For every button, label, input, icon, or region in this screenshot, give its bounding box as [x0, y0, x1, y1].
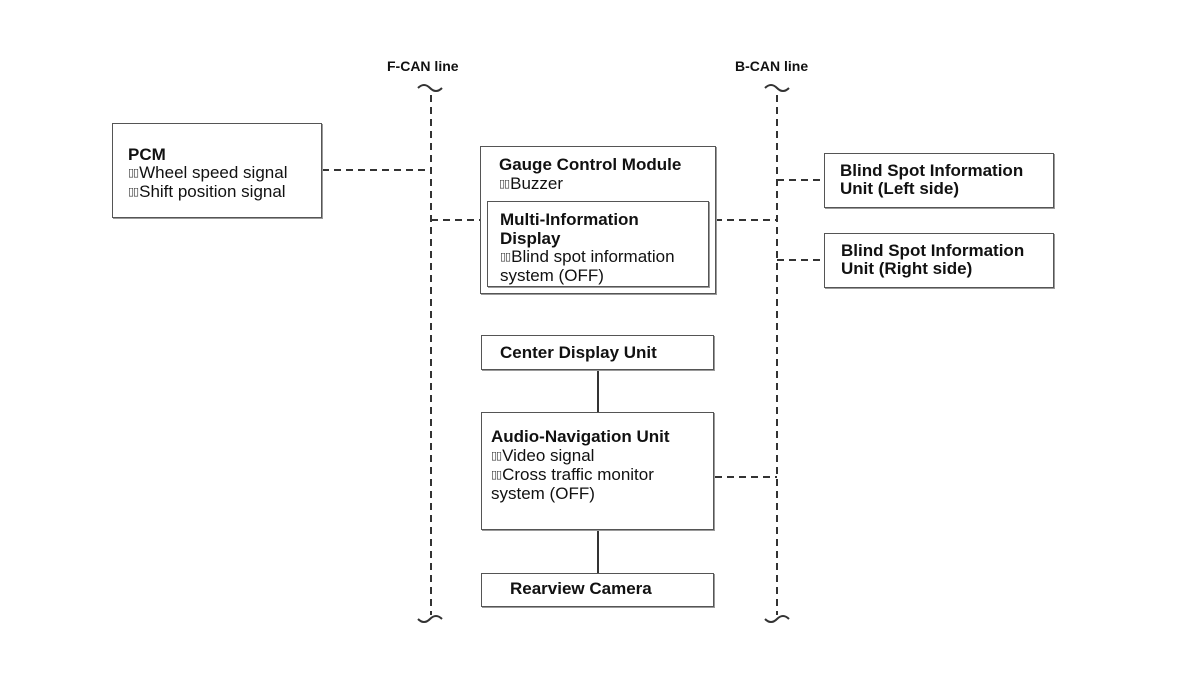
- bsi-right-title-line-2: Unit (Right side): [841, 259, 973, 278]
- bullet-glyph: ▯▯: [491, 449, 502, 462]
- mid-title-line-1: Multi-Information: [500, 210, 639, 229]
- audio-nav-item-video: ▯▯Video signal: [491, 446, 594, 467]
- pcm-item-shift-position: ▯▯Shift position signal: [128, 182, 286, 203]
- gauge-control-module-box: Gauge Control Module ▯▯Buzzer Multi-Info…: [480, 146, 716, 294]
- audio-nav-title: Audio-Navigation Unit: [491, 427, 670, 446]
- bullet-glyph: ▯▯: [500, 250, 511, 263]
- pcm-title: PCM: [128, 145, 166, 164]
- fcan-bus-bottom-break: [417, 615, 443, 623]
- gauge-item-label: Buzzer: [510, 174, 564, 193]
- bullet-glyph: ▯▯: [491, 468, 502, 481]
- rearview-camera-title: Rearview Camera: [510, 579, 652, 598]
- audio-nav-item-cross-traffic: ▯▯Cross traffic monitor: [491, 465, 654, 486]
- center-display-unit-title: Center Display Unit: [500, 343, 657, 362]
- bsi-left-title-line-1: Blind Spot Information: [840, 161, 1024, 180]
- multi-information-display-box: Multi-Information Display ▯▯Blind spot i…: [487, 201, 709, 287]
- mid-item-label: Blind spot information: [511, 247, 675, 266]
- gauge-control-module-title: Gauge Control Module: [499, 155, 682, 174]
- bullet-glyph: ▯▯: [128, 166, 139, 179]
- bsi-right-title-line-1: Blind Spot Information: [841, 241, 1025, 260]
- pcm-box: PCM ▯▯Wheel speed signal ▯▯Shift positio…: [112, 123, 322, 218]
- bsi-left-box: Blind Spot Information Unit (Left side): [824, 153, 1054, 208]
- bcan-bus-bottom-break: [764, 615, 790, 623]
- rearview-camera-box: Rearview Camera: [481, 573, 714, 607]
- mid-item-blind-spot-cont: system (OFF): [500, 266, 604, 285]
- center-display-unit-box: Center Display Unit: [481, 335, 714, 370]
- pcm-item-label: Wheel speed signal: [139, 163, 288, 182]
- audio-nav-item-cross-traffic-cont: system (OFF): [491, 484, 595, 503]
- mid-item-blind-spot: ▯▯Blind spot information: [500, 247, 675, 268]
- bullet-glyph: ▯▯: [499, 177, 510, 190]
- audio-nav-item-label: Video signal: [502, 446, 595, 465]
- audio-navigation-unit-box: Audio-Navigation Unit ▯▯Video signal ▯▯C…: [481, 412, 714, 530]
- fcan-line-label: F-CAN line: [387, 58, 459, 74]
- bsi-left-title-line-2: Unit (Left side): [840, 179, 959, 198]
- bsi-right-box: Blind Spot Information Unit (Right side): [824, 233, 1054, 288]
- fcan-bus-top-break: [417, 84, 443, 92]
- pcm-item-label: Shift position signal: [139, 182, 286, 201]
- bcan-line-label: B-CAN line: [735, 58, 809, 74]
- audio-nav-item-label: Cross traffic monitor: [502, 465, 654, 484]
- bullet-glyph: ▯▯: [128, 185, 139, 198]
- mid-title-line-2: Display: [500, 229, 561, 248]
- bcan-bus-top-break: [764, 84, 790, 92]
- gauge-item-buzzer: ▯▯Buzzer: [499, 174, 563, 195]
- pcm-item-wheel-speed: ▯▯Wheel speed signal: [128, 163, 287, 184]
